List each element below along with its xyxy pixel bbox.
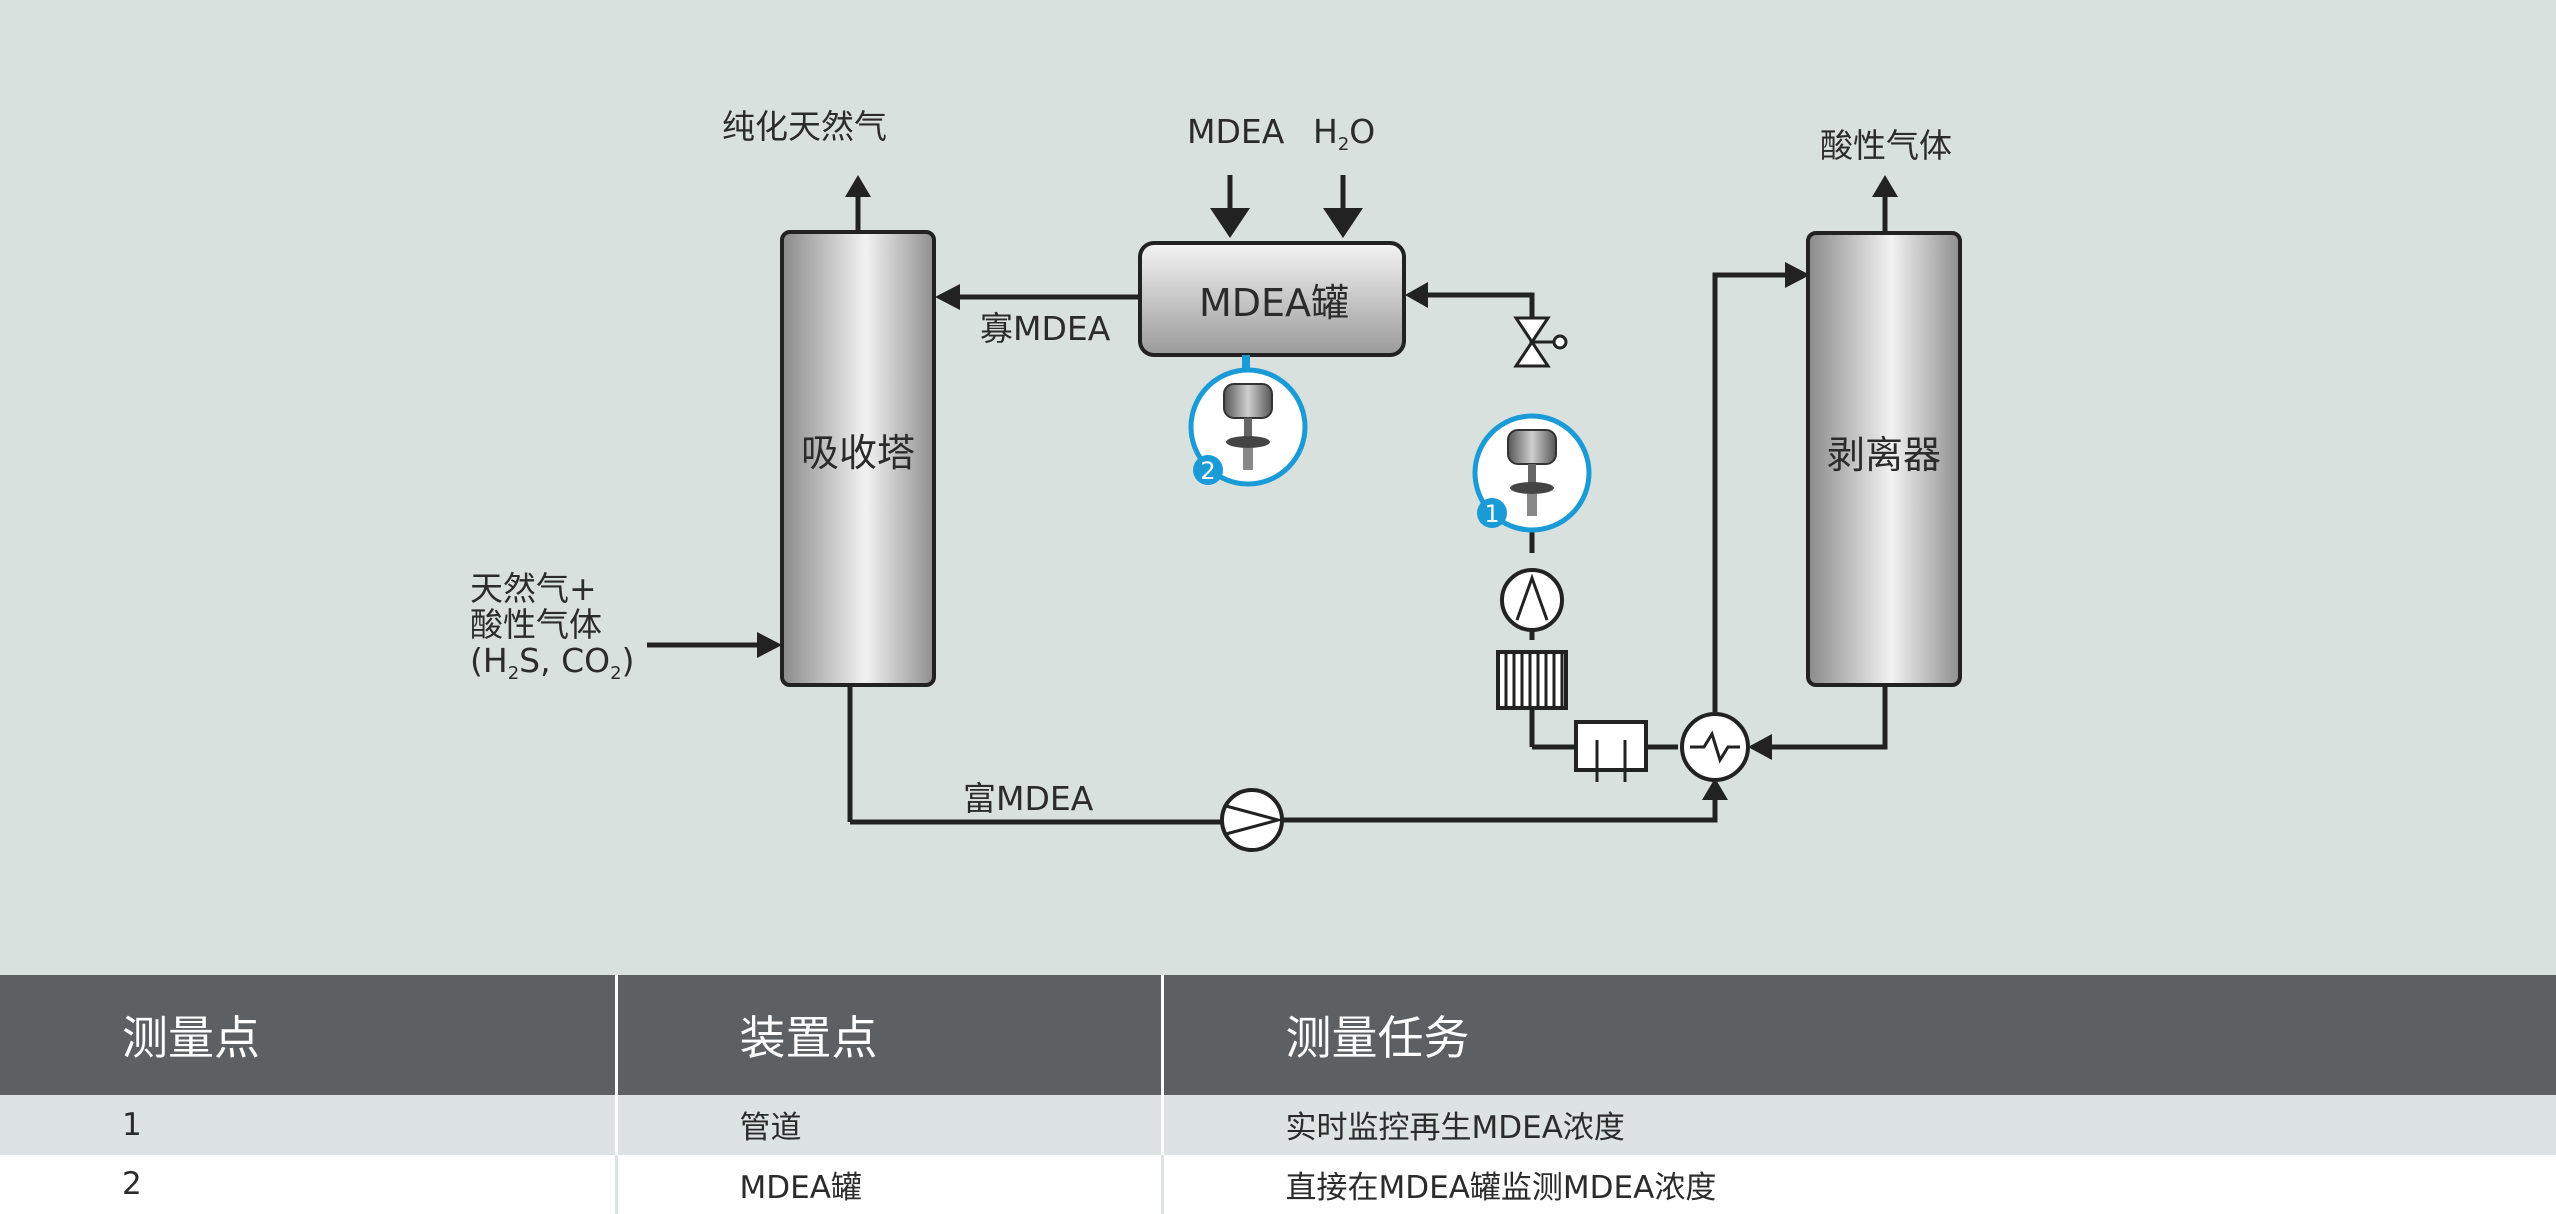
arrow-left-exchanger (1748, 734, 1772, 760)
table-row: 1 管道 实时监控再生MDEA浓度 (0, 1095, 2556, 1155)
mdea-tank (1138, 241, 1406, 357)
header-measurement-point: 测量点 (0, 975, 618, 1095)
stripper-label: 剥离器 (1827, 433, 1941, 477)
cell-point: 2 (0, 1154, 618, 1214)
arrow-right-stripper (1785, 262, 1810, 288)
absorber-label: 吸收塔 (801, 431, 915, 475)
purified-gas-label: 纯化天然气 (722, 107, 887, 146)
cell-task: 实时监控再生MDEA浓度 (1162, 1095, 2556, 1155)
compressor-icon (1500, 568, 1564, 632)
arrow-left-tank (1405, 282, 1428, 308)
measurement-point-2-number: 2 (1200, 457, 1215, 485)
cell-point: 1 (0, 1095, 618, 1155)
rich-mdea-label: 富MDEA (963, 779, 1094, 818)
measurement-point-1-number: 1 (1484, 500, 1499, 528)
sensor-transmitter-icon (1223, 383, 1273, 470)
header-installation-point: 装置点 (616, 975, 1164, 1095)
arrowheads (757, 175, 1898, 800)
cell-location: MDEA罐 (616, 1154, 1164, 1214)
arrow-left-lean (935, 284, 960, 310)
arrow-up-acid (1872, 175, 1898, 197)
header-measurement-task: 测量任务 (1162, 975, 2556, 1095)
lean-mdea-label: 寡MDEA (980, 309, 1111, 348)
water-input-label: H2O (1313, 112, 1375, 155)
arrow-right-feed (757, 632, 782, 658)
measurement-point-1: 1 (1472, 413, 1592, 533)
feed-label-line3: (H2S, CO2) (470, 641, 634, 684)
measurement-point-2: 2 (1188, 355, 1308, 487)
absorber-column (780, 230, 936, 687)
cell-location: 管道 (616, 1095, 1164, 1155)
stripper-column (1806, 231, 1962, 687)
valve-icon (1513, 316, 1568, 368)
feed-label-line2: 酸性气体 (470, 605, 602, 644)
pump-icon (1220, 788, 1284, 852)
mdea-tank-label: MDEA罐 (1199, 281, 1349, 325)
feed-label-line1: 天然气+ (470, 569, 597, 608)
sensor-transmitter-icon (1507, 429, 1557, 516)
arrow-down-water (1323, 208, 1363, 238)
cell-task: 直接在MDEA罐监测MDEA浓度 (1162, 1154, 2556, 1214)
arrow-up-exchanger (1702, 778, 1728, 800)
heat-exchanger-icon (1680, 712, 1750, 782)
arrow-down-mdea (1210, 208, 1250, 238)
process-flow-diagram: 吸收塔 剥离器 MDEA罐 2 1 (0, 0, 2556, 975)
acid-gas-label: 酸性气体 (1820, 126, 1952, 165)
measurement-table: 测量点 装置点 测量任务 1 管道 实时监控再生MDEA浓度 2 MDEA罐 直… (0, 975, 2556, 1214)
table-header-row: 测量点 装置点 测量任务 (0, 975, 2556, 1095)
filter-icon (1574, 720, 1648, 782)
mdea-input-label: MDEA (1187, 112, 1285, 151)
arrow-up-purified (845, 175, 871, 197)
cooler-icon (1496, 650, 1568, 710)
table-row: 2 MDEA罐 直接在MDEA罐监测MDEA浓度 (0, 1154, 2556, 1214)
